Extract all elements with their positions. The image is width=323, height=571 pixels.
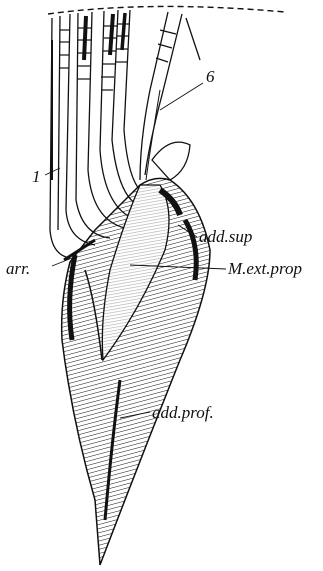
- cut-edge: [48, 6, 285, 14]
- flap: [152, 142, 190, 180]
- muscle-cone: [62, 178, 210, 565]
- label-add-sup: add.sup: [199, 227, 252, 246]
- label-add-prof: add.prof.: [152, 403, 214, 422]
- label-arr: arr.: [6, 259, 30, 278]
- label-6: 6: [206, 67, 215, 86]
- label-m-ext-prop: M.ext.prop: [227, 259, 302, 278]
- label-1: 1: [32, 167, 41, 186]
